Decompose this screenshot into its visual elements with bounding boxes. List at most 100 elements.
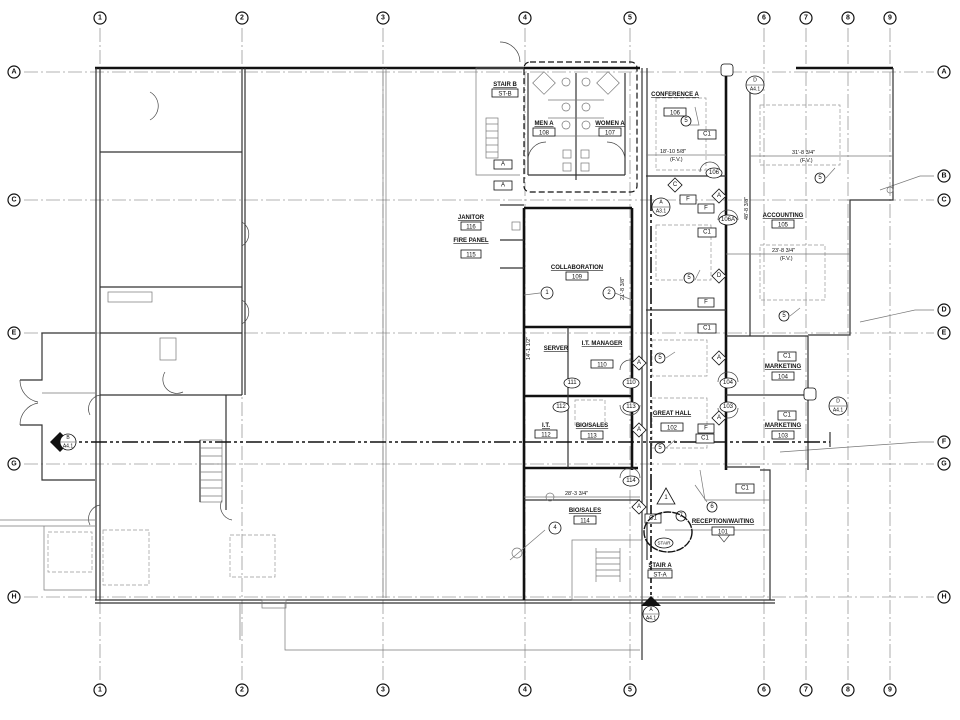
svg-text:A4.1: A4.1	[646, 616, 657, 622]
room-reception-waiting: RECEPTION/WAITING 101	[692, 519, 755, 536]
section-cut-lines	[60, 195, 831, 610]
keynote-2: 2	[602, 286, 633, 301]
svg-text:110: 110	[597, 363, 607, 369]
svg-text:108: 108	[539, 131, 550, 137]
keynote-5: 5	[654, 439, 676, 454]
svg-text:110: 110	[626, 380, 636, 386]
keynote-1: 1	[523, 286, 554, 300]
svg-text:COLLABORATION: COLLABORATION	[551, 265, 603, 271]
svg-text:103: 103	[723, 404, 734, 410]
svg-text:109: 109	[572, 275, 583, 281]
svg-text:A: A	[649, 607, 653, 613]
grid-bubble-9: 9	[883, 11, 897, 25]
door-tag-106: 106	[705, 167, 723, 179]
grid-bubble-5: 5	[623, 11, 637, 25]
svg-text:8: 8	[846, 15, 850, 22]
svg-text:FIRE PANEL: FIRE PANEL	[453, 238, 489, 244]
grid-bubble-3: 3	[376, 11, 390, 25]
svg-text:105: 105	[778, 223, 789, 229]
keynotes: 1 2 4 5 5 5 5 5 5 6 7 1 STAIR	[509, 106, 836, 561]
grid-bubble-6: 6	[757, 683, 771, 697]
grid-bubble-d: D	[937, 303, 951, 317]
grid-bubble-3: 3	[376, 683, 390, 697]
section-marker-a-bottom: A A4.1	[641, 596, 661, 623]
stair-a-drawing	[571, 539, 643, 601]
svg-text:F: F	[942, 439, 947, 446]
grid-bubble-g: G	[937, 457, 951, 471]
keynote-5: 5	[654, 351, 676, 364]
svg-text:101: 101	[718, 530, 729, 536]
svg-text:RECEPTION/WAITING: RECEPTION/WAITING	[692, 519, 755, 525]
svg-text:A: A	[637, 504, 641, 510]
door-tag-111: 111	[563, 377, 581, 389]
svg-text:A: A	[717, 415, 721, 421]
svg-text:SERVER: SERVER	[544, 346, 569, 352]
svg-text:C1: C1	[783, 413, 791, 419]
svg-text:A4.1: A4.1	[833, 408, 844, 414]
svg-text:115: 115	[466, 253, 476, 259]
svg-text:F: F	[704, 206, 708, 212]
keynote-5: 5	[683, 269, 701, 284]
svg-text:B: B	[66, 435, 70, 441]
svg-text:106: 106	[709, 170, 720, 176]
door-tag-112: 112	[552, 401, 570, 413]
diamond-tag-c: C	[667, 177, 683, 193]
svg-text:2: 2	[240, 15, 244, 22]
section-marker-d: DA4.1	[803, 387, 848, 416]
door-tag-103: 103	[719, 401, 737, 413]
svg-text:6: 6	[762, 15, 766, 22]
svg-text:B: B	[941, 173, 946, 180]
svg-text:2: 2	[607, 290, 611, 296]
wall-tag-a: A	[493, 159, 513, 170]
svg-text:116: 116	[466, 225, 476, 231]
grid-bubble-9: 9	[883, 683, 897, 697]
svg-text:F: F	[686, 197, 690, 203]
grid-bubble-c: C	[7, 193, 21, 207]
svg-text:A: A	[717, 355, 721, 361]
row-bubbles-right: A B C D E F G H	[937, 65, 951, 604]
wall-tag-f: F	[697, 423, 715, 434]
svg-text:5: 5	[658, 355, 662, 361]
grid-bubble-c: C	[937, 193, 951, 207]
svg-text:102: 102	[667, 426, 678, 432]
svg-text:(F.V.): (F.V.)	[800, 158, 813, 164]
wall-tag-c1: C1	[735, 483, 755, 494]
svg-text:D: D	[753, 78, 757, 84]
svg-text:114: 114	[626, 478, 636, 484]
door-tag-106a: 106A	[718, 214, 738, 226]
svg-text:G: G	[941, 461, 947, 468]
svg-text:MARKETING: MARKETING	[765, 364, 802, 370]
room-stair-a: STAIR A ST-A	[647, 563, 673, 579]
svg-text:STAIR A: STAIR A	[648, 563, 672, 569]
svg-text:A: A	[659, 200, 663, 206]
svg-text:STAIR B: STAIR B	[493, 82, 517, 88]
svg-text:A3.1: A3.1	[656, 209, 667, 215]
svg-text:28'-3 3/4": 28'-3 3/4"	[565, 491, 588, 497]
svg-text:BIO/SALES: BIO/SALES	[569, 508, 601, 514]
diamond-tag-a: A	[711, 188, 727, 204]
grid-bubble-5: 5	[623, 683, 637, 697]
svg-text:ST-A: ST-A	[653, 573, 666, 579]
wall-tag-a: A	[493, 180, 513, 191]
section-marker-a: A A3.1	[651, 197, 671, 217]
svg-text:1: 1	[545, 290, 549, 296]
room-server: SERVER	[544, 346, 569, 352]
svg-text:C1: C1	[649, 516, 657, 522]
svg-text:H: H	[941, 594, 946, 601]
svg-text:2: 2	[240, 687, 244, 694]
svg-text:103: 103	[778, 434, 789, 440]
grid-bubble-4: 4	[518, 683, 532, 697]
svg-text:JANITOR: JANITOR	[458, 215, 485, 221]
svg-text:14'-1 1/2": 14'-1 1/2"	[526, 337, 532, 360]
wall-tag-f: F	[679, 194, 697, 205]
wall-tag-c1: C1	[697, 227, 717, 238]
svg-text:5: 5	[658, 445, 662, 451]
revision-delta-1: 1	[656, 487, 676, 505]
diamond-tag-a: A	[631, 355, 647, 371]
door-tag-113: 113	[622, 401, 640, 413]
